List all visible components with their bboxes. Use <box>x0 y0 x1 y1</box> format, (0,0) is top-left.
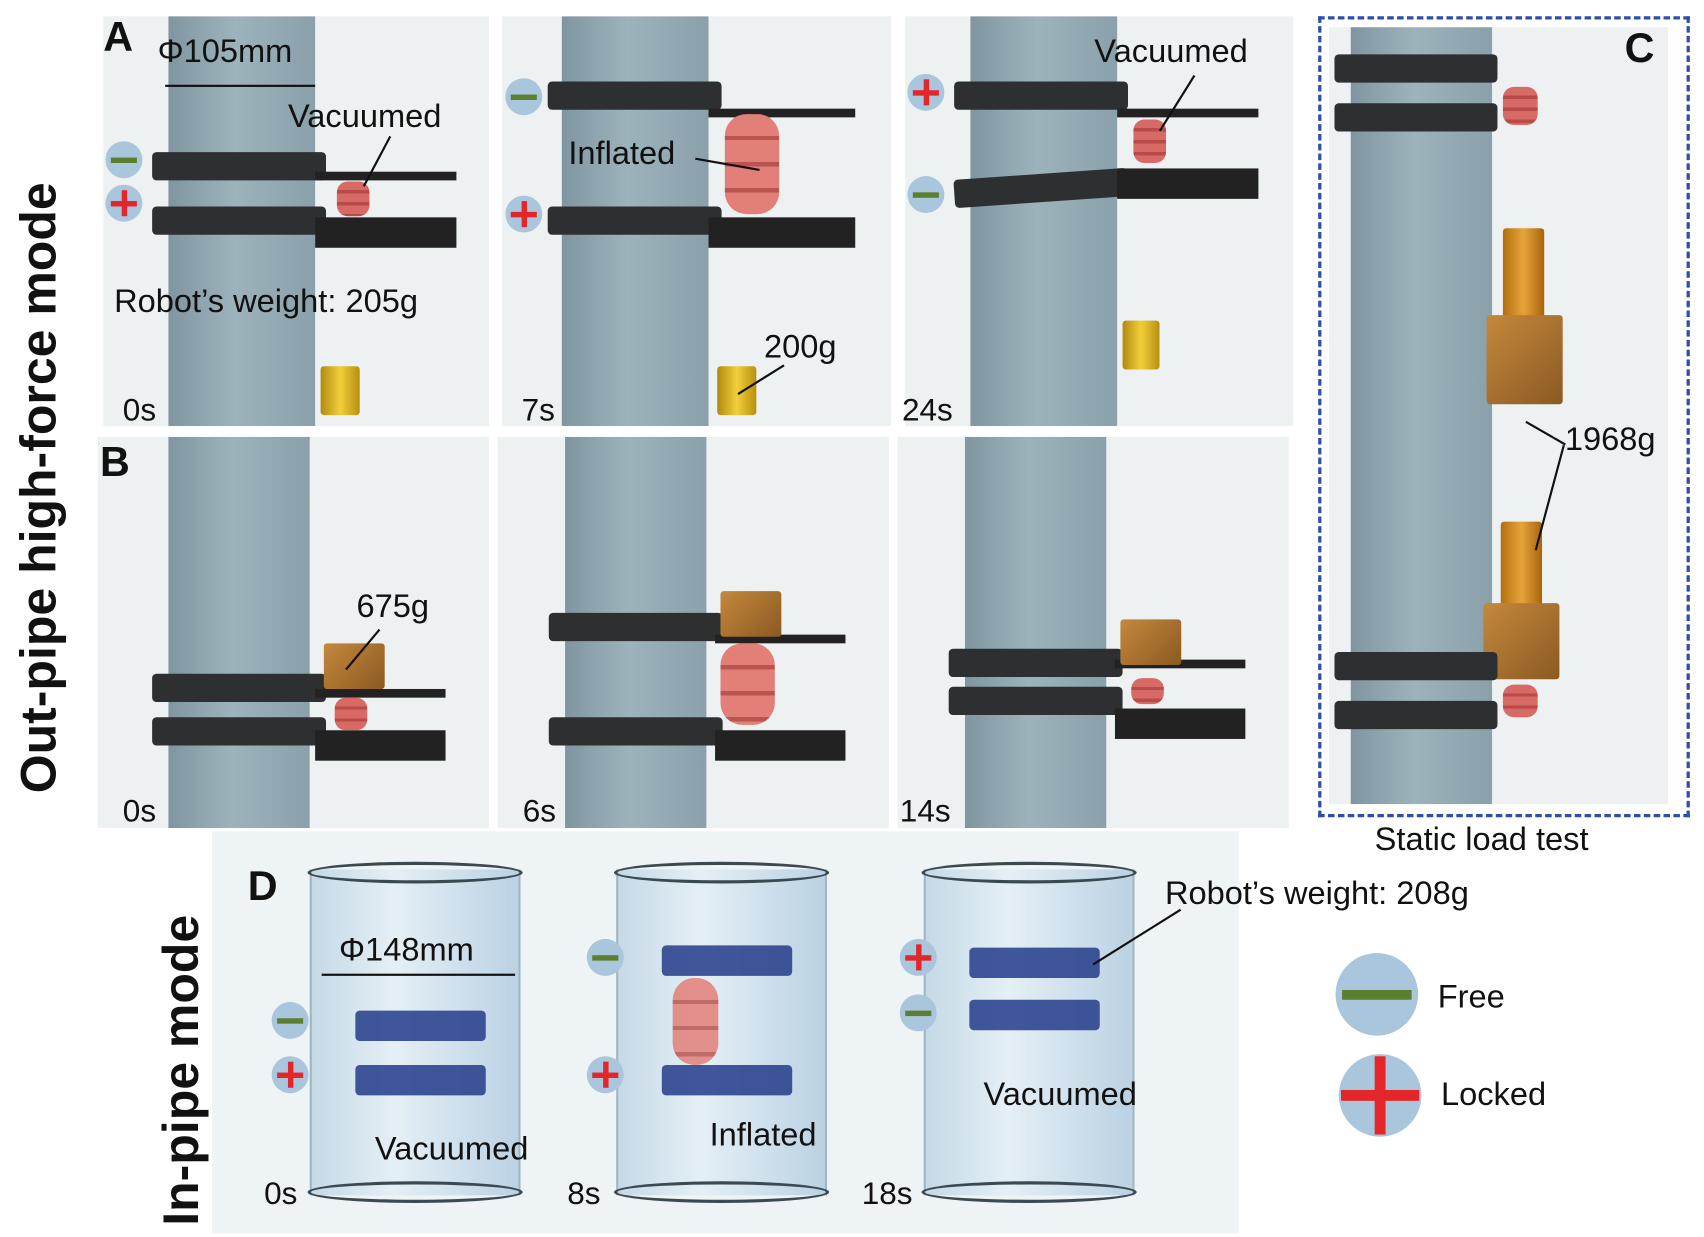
free-sign-icon <box>271 1001 309 1039</box>
time-label: 24s <box>901 393 953 429</box>
time-label: 6s <box>522 794 556 830</box>
load-1968g-label: 1968g <box>1564 421 1656 458</box>
diameter-arrow <box>165 84 316 87</box>
inflated-label: Inflated <box>709 1117 817 1153</box>
time-label: 7s <box>521 393 555 429</box>
robot-weight-label: Robot’s weight: 205g <box>114 283 418 320</box>
locked-sign-icon <box>105 184 143 222</box>
robot-weight-label: Robot’s weight: 208g <box>1164 875 1469 912</box>
vacuumed-label: Vacuumed <box>287 98 442 135</box>
static-load-caption: Static load test <box>1374 821 1589 858</box>
time-label: 8s <box>567 1176 601 1212</box>
locked-sign-icon <box>505 195 543 233</box>
legend-locked-label: Locked <box>1440 1076 1547 1113</box>
in-pipe-diameter-label: Φ148mm <box>339 932 474 969</box>
time-label: 0s <box>122 393 157 429</box>
locked-sign-icon <box>271 1056 309 1094</box>
panel-a-photo-7s <box>502 16 892 426</box>
time-label: 0s <box>122 794 157 830</box>
panel-a-photo-0s <box>103 16 490 426</box>
panel-b-photo-0s <box>97 436 490 829</box>
panel-c-box <box>1318 16 1690 818</box>
panel-c-letter: C <box>1624 26 1655 72</box>
free-sign-icon <box>899 994 937 1032</box>
panel-a-photo-24s <box>905 16 1294 426</box>
vacuumed-label: Vacuumed <box>374 1131 529 1168</box>
locked-sign-icon <box>586 1056 624 1094</box>
free-sign-icon <box>505 78 543 116</box>
panel-b-photo-6s <box>497 436 889 829</box>
in-pipe-mode-label: In-pipe mode <box>152 914 209 1226</box>
panel-b-letter: B <box>99 440 130 486</box>
free-sign-icon <box>105 141 143 179</box>
load-200g-label: 200g <box>763 329 837 366</box>
panel-a-letter: A <box>103 15 134 61</box>
panel-d-letter: D <box>247 863 278 910</box>
panel-d-photo <box>211 831 1239 1234</box>
locked-sign-icon <box>899 938 937 976</box>
panel-b-photo-14s <box>897 436 1289 829</box>
locked-sign-icon <box>907 73 945 111</box>
pipe-diameter-label: Φ105mm <box>157 33 293 70</box>
free-sign-icon <box>907 176 945 213</box>
time-label: 18s <box>861 1176 913 1212</box>
vacuumed-label: Vacuumed <box>983 1076 1137 1113</box>
legend-free-label: Free <box>1437 979 1505 1015</box>
free-sign-icon <box>586 938 624 976</box>
time-label: 0s <box>264 1176 298 1212</box>
load-675g-label: 675g <box>356 588 429 625</box>
panel-c-photo <box>1329 27 1669 805</box>
vacuumed-label: Vacuumed <box>1094 33 1248 70</box>
time-label: 14s <box>899 794 951 830</box>
diameter-arrow <box>321 973 516 976</box>
inflated-label: Inflated <box>568 135 676 172</box>
legend-locked-icon <box>1338 1054 1422 1137</box>
out-pipe-mode-label: Out-pipe high-force mode <box>9 182 67 794</box>
legend-free-icon <box>1335 953 1419 1036</box>
